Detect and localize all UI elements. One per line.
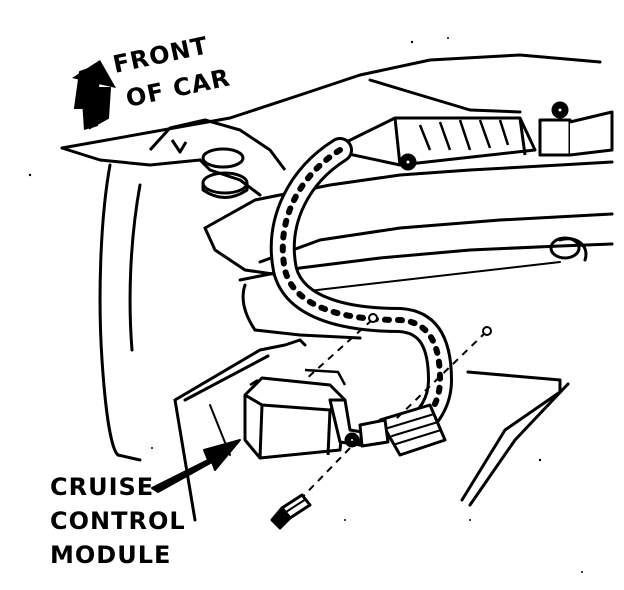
install-guide-lines (284, 319, 487, 516)
print-speckle (28, 37, 583, 573)
callout-arrow-icon (151, 439, 241, 493)
trunk-side (98, 163, 142, 462)
cruise-control-module-label-line1: CRUISE (50, 473, 154, 501)
cruise-control-module-label-line3: MODULE (50, 541, 171, 569)
cruise-control-module-label-line2: CONTROL (50, 507, 186, 535)
trunk-lid (60, 53, 602, 197)
cruise-control-module (243, 368, 390, 460)
trunk-floor (173, 338, 570, 522)
mounting-screw (270, 493, 312, 530)
hinge-mount (148, 118, 287, 199)
mounting-holes (368, 313, 492, 336)
actuator-connector (328, 101, 614, 171)
arrow-pointing-front-icon (72, 60, 116, 130)
